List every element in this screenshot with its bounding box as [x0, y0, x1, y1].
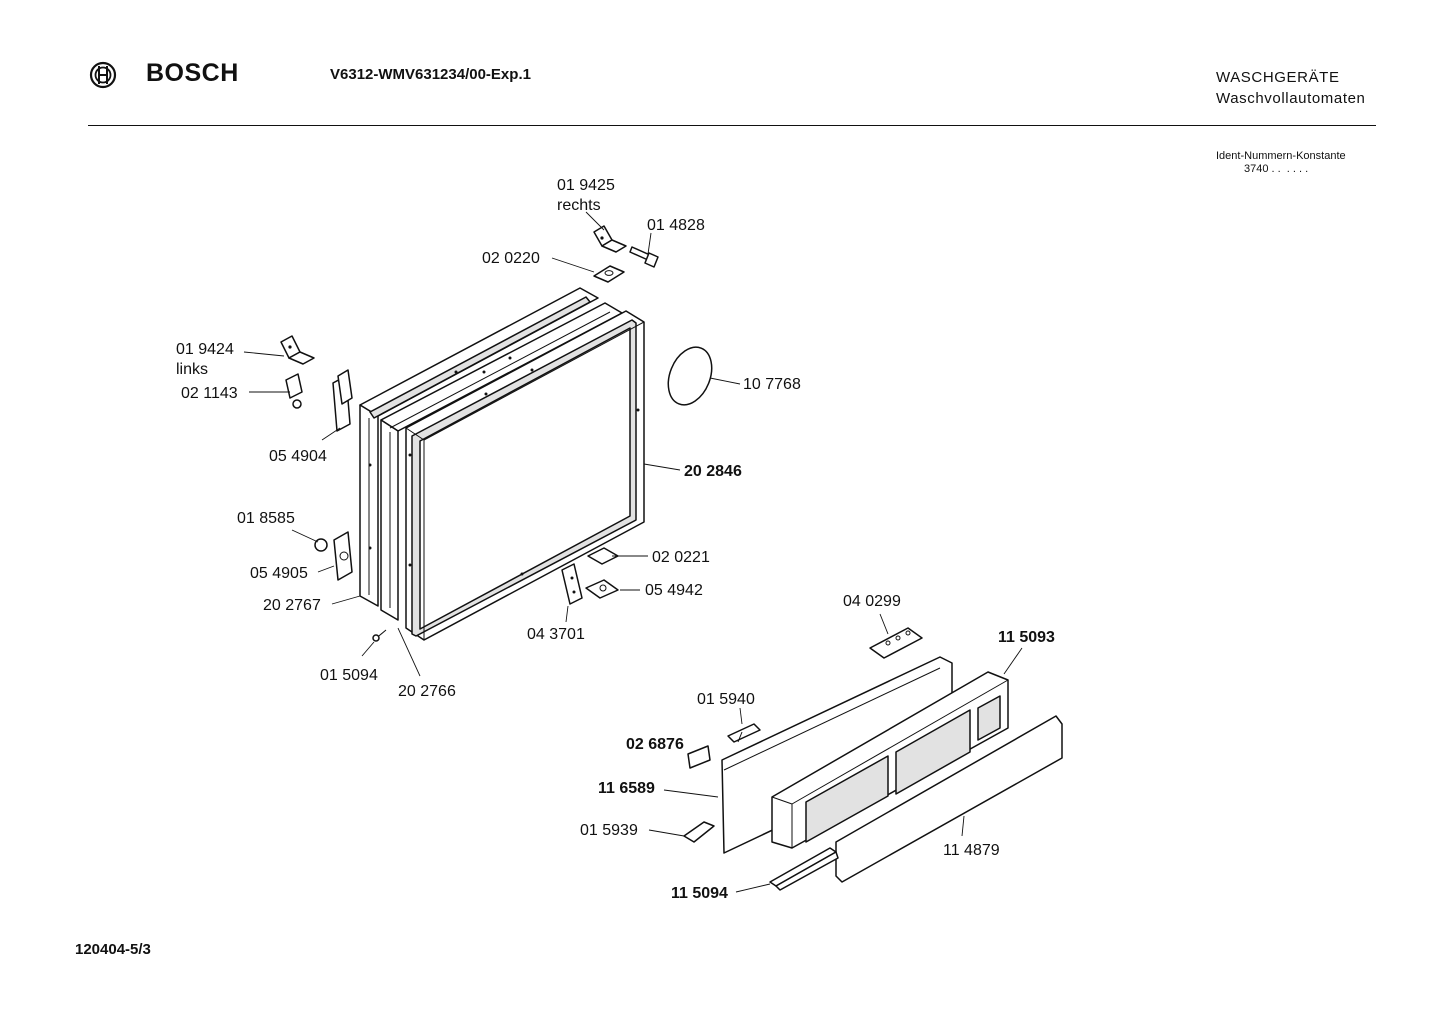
part-note-019424: links [176, 361, 208, 378]
plate-054905 [333, 531, 353, 581]
part-number-018585: 01 8585 [237, 510, 295, 527]
brand-logo [88, 60, 118, 95]
latch-bracket [332, 369, 353, 432]
brand-name: BOSCH [146, 59, 239, 87]
trim-strip-115094 [769, 847, 839, 891]
leader-lines [243, 211, 1023, 893]
part-number-054942: 05 4942 [645, 582, 703, 599]
drawing-code: 120404-5/3 [75, 941, 151, 958]
part-number-114879: 11 4879 [943, 842, 1000, 859]
part-number-019424: 01 9424 [176, 341, 234, 358]
part-number-020220: 02 0220 [482, 250, 540, 267]
part-labels: 01 9425 rechts 01 4828 02 0220 01 9424 l… [176, 177, 1055, 902]
part-number-026876: 02 6876 [626, 736, 684, 753]
hinge-left [280, 335, 315, 365]
part-number-021143: 02 1143 [181, 385, 238, 402]
category-subtitle: Waschvollautomaten [1216, 90, 1366, 107]
hinge-plate-top [593, 265, 625, 283]
hinge-bolt [629, 246, 659, 268]
part-number-202766: 20 2766 [398, 683, 456, 700]
frame-holes [368, 356, 640, 576]
part-number-116589: 11 6589 [598, 780, 655, 797]
part-number-054905: 05 4905 [250, 565, 308, 582]
knob-018585 [314, 538, 328, 552]
hinge-right [593, 225, 627, 253]
hinge-clip-left [285, 373, 303, 409]
part-number-115093: 11 5093 [998, 629, 1055, 646]
part-number-014828: 01 4828 [647, 217, 705, 234]
header-divider [88, 125, 1376, 126]
panel-cover-114879 [835, 715, 1063, 883]
screw-015094 [372, 629, 387, 642]
front-frame-202846 [405, 310, 645, 641]
part-number-019425: 01 9425 [557, 177, 615, 194]
panel-fascia-115093 [771, 671, 1009, 849]
model-number: V6312-WMV631234/00-Exp.1 [330, 66, 531, 83]
clip-015940 [727, 723, 761, 743]
part-number-115094: 11 5094 [671, 885, 728, 902]
part-number-040299: 04 0299 [843, 593, 901, 610]
part-number-202846: 20 2846 [684, 463, 742, 480]
part-number-020221: 02 0221 [652, 549, 710, 566]
rear-frame [359, 287, 599, 607]
hinge-054942 [585, 579, 619, 599]
hinge-lower [561, 563, 583, 605]
label-040299 [869, 627, 923, 659]
part-number-015939: 01 5939 [580, 822, 638, 839]
category-title: WASCHGERÄTE [1216, 69, 1340, 86]
part-number-015940: 01 5940 [697, 691, 755, 708]
part-number-107768: 10 7768 [743, 376, 801, 393]
ident-value: 3740 . . . . . . [1244, 163, 1309, 175]
button-026876 [687, 745, 711, 769]
ident-label: Ident-Nummern-Konstante [1216, 150, 1346, 162]
part-number-043701: 04 3701 [527, 626, 585, 643]
bosch-armature-icon [89, 61, 117, 89]
part-number-015094: 01 5094 [320, 667, 378, 684]
gasket-ring [667, 346, 713, 406]
part-note-019425: rechts [557, 197, 601, 214]
part-number-202767: 20 2767 [263, 597, 321, 614]
part-number-054904: 05 4904 [269, 448, 327, 465]
clip-015939 [683, 821, 715, 843]
